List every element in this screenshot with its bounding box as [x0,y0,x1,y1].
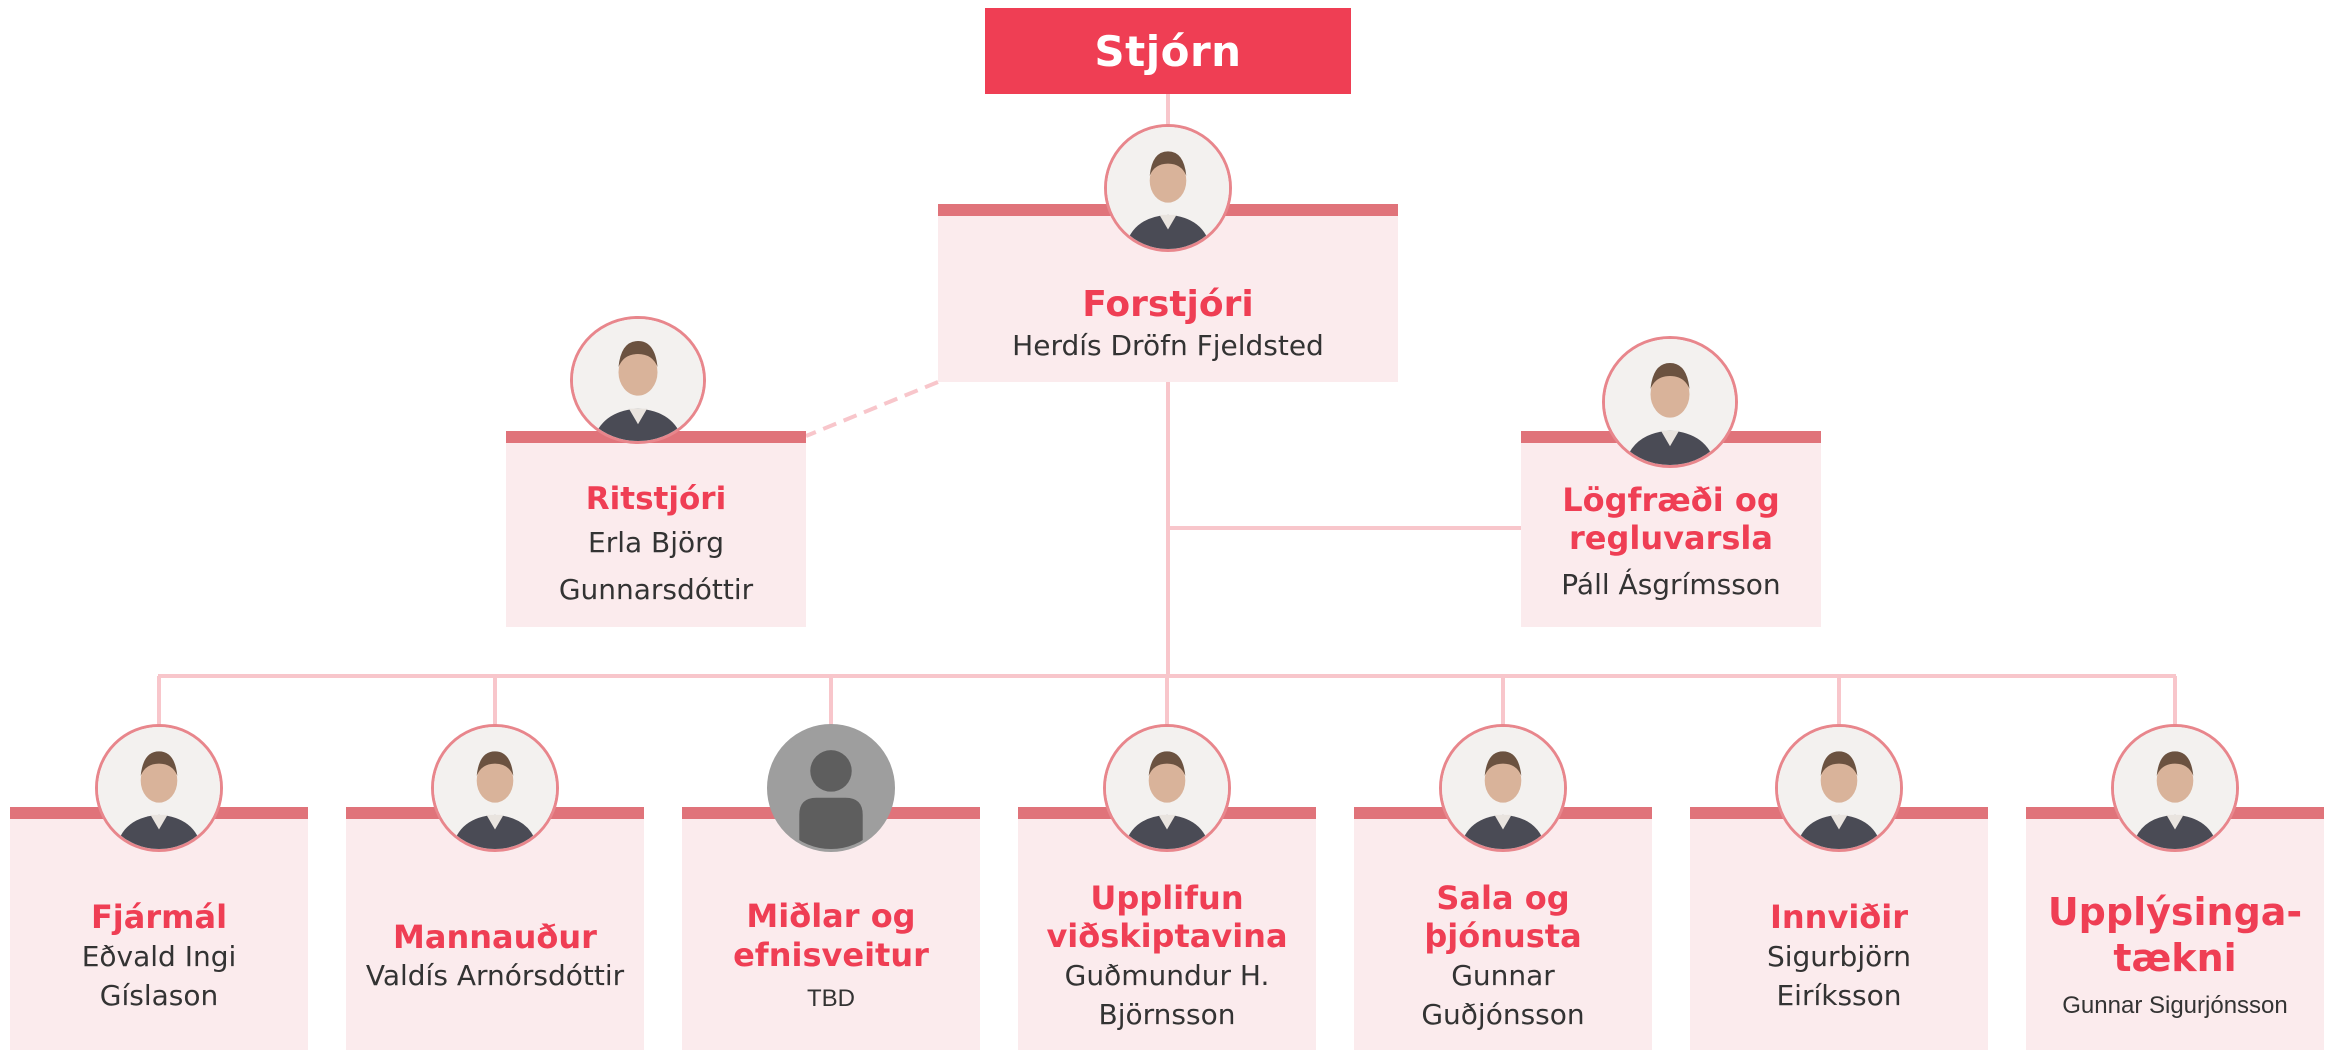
department-name-line1: Valdís Arnórsdóttir [365,959,625,993]
board-label: Stjórn [1094,26,1242,76]
department-name-line1: Sigurbjörn [1766,939,1912,973]
department-portrait-icon [1103,724,1231,852]
placeholder-avatar-icon [767,724,895,852]
department-name-line2: Eiríksson [1776,978,1902,1012]
connector-line [805,380,939,438]
department-name-line1: Gunnar Sigurjónsson [2062,992,2288,1020]
department-title-line1: Upplifun [1090,878,1244,917]
department-title-line1: Innviðir [1769,898,1909,937]
department-name-line1: Gunnar [1451,958,1555,992]
department-name-line1: Eðvald Ingi [81,939,237,973]
legal-title-line1: Lögfræði og [1562,481,1780,520]
legal-portrait-icon [1602,336,1738,468]
department-title-line1: Fjármál [90,898,228,937]
department-title-line2: tækni [2113,935,2237,980]
department-name-line2: Guðjónsson [1421,997,1585,1031]
department-portrait-icon [95,724,223,852]
ceo-portrait-icon [1104,124,1232,252]
ceo-name: Herdís Dröfn Fjeldsted [1012,329,1324,362]
department-portrait-icon [1775,724,1903,852]
editor-name-line1: Erla Björg [588,526,724,560]
department-title-line1: Miðlar og [746,897,916,936]
legal-title-line2: regluvarsla [1569,519,1773,558]
department-name-line2: Gíslason [99,978,219,1012]
department-title-line2: þjónusta [1424,917,1582,956]
department-name-line1: Guðmundur H. [1064,958,1270,992]
department-name-line2: Björnsson [1098,997,1236,1031]
editor-card: Ritstjóri Erla Björg Gunnarsdóttir [506,431,806,627]
editor-title: Ritstjóri [585,481,727,518]
board-box: Stjórn [985,8,1351,94]
department-name-line1: TBD [807,985,855,1013]
legal-name: Páll Ásgrímsson [1561,567,1781,601]
department-title-line1: Upplýsinga- [2047,890,2303,935]
department-title-line2: efnisveitur [733,935,929,974]
editor-portrait-icon [570,316,706,444]
editor-name-line2: Gunnarsdóttir [558,572,754,606]
department-portrait-icon [1439,724,1567,852]
department-title-line1: Sala og [1436,878,1570,917]
department-portrait-icon [431,724,559,852]
department-portrait-icon [2111,724,2239,852]
department-title-line1: Mannauður [393,917,597,956]
department-title-line2: viðskiptavina [1046,917,1288,956]
ceo-title: Forstjóri [1082,283,1254,325]
